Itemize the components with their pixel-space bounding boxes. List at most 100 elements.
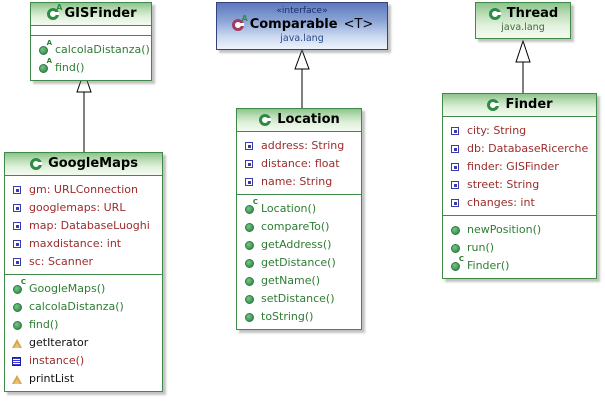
member-row[interactable]: toString() [243, 307, 357, 325]
member-row[interactable]: finder: GISFinder [449, 157, 592, 175]
member-row[interactable]: changes: int [449, 193, 592, 211]
member-label: maxdistance: int [29, 236, 122, 250]
member-row[interactable]: db: DatabaseRicerche [449, 139, 592, 157]
member-row[interactable]: C GoogleMaps() [11, 278, 158, 297]
public-method-icon [449, 223, 462, 236]
class-box-finder[interactable]: Finder city: String db: DatabaseRicerche… [442, 93, 597, 279]
member-row[interactable]: getDistance() [243, 253, 357, 271]
member-label: map: DatabaseLuoghi [29, 218, 150, 232]
class-header-gisfinder: A GISFinder [31, 3, 151, 26]
private-field-icon [449, 142, 462, 155]
class-header-thread: Thread java.lang [476, 3, 570, 38]
member-row[interactable]: getAddress() [243, 235, 357, 253]
member-row[interactable]: address: String [243, 136, 357, 154]
private-field-icon [243, 139, 256, 152]
private-field-icon [449, 124, 462, 137]
member-label: sc: Scanner [29, 254, 93, 268]
methods-compartment-finder: newPosition() run() C Finder() [443, 215, 596, 278]
class-box-comparable[interactable]: «interface» A Comparable <T> java.lang [216, 2, 388, 50]
member-label: printList [29, 371, 75, 385]
constructor-icon: C [11, 278, 26, 295]
class-name-googlemaps: GoogleMaps [48, 156, 138, 171]
methods-compartment-location: C Location() compareTo() getAddress() ge… [237, 194, 361, 329]
member-row[interactable]: C Location() [243, 198, 357, 217]
member-row[interactable]: googlemaps: URL [11, 198, 158, 216]
public-method-icon [243, 292, 256, 305]
public-method-icon [243, 256, 256, 269]
member-row[interactable]: map: DatabaseLuoghi [11, 216, 158, 234]
member-label: db: DatabaseRicerche [467, 141, 589, 155]
member-label: setDistance() [261, 291, 335, 305]
class-header-googlemaps: GoogleMaps [5, 153, 162, 176]
class-header-comparable: «interface» A Comparable <T> java.lang [217, 3, 387, 49]
member-label: getDistance() [261, 255, 336, 269]
member-row[interactable]: run() [449, 238, 592, 256]
class-header-location: Location [237, 109, 361, 132]
private-field-icon [11, 237, 24, 250]
class-box-location[interactable]: Location address: String distance: float… [236, 108, 362, 330]
public-method-icon [243, 220, 256, 233]
member-row[interactable]: getIterator [11, 333, 158, 351]
member-label: Finder() [467, 258, 510, 272]
package-method-icon [11, 336, 24, 349]
member-row[interactable]: distance: float [243, 154, 357, 172]
member-row[interactable]: printList [11, 369, 158, 387]
stereotype-label: «interface» [276, 6, 328, 16]
class-header-finder: Finder [443, 94, 596, 117]
methods-compartment-gisfinder: A calcolaDistanza() A find() [31, 35, 151, 80]
class-box-thread[interactable]: Thread java.lang [475, 2, 571, 39]
member-label: distance: float [261, 156, 340, 170]
member-label: instance() [29, 353, 85, 367]
member-label: changes: int [467, 195, 535, 209]
member-label: getName() [261, 273, 321, 287]
member-row[interactable]: gm: URLConnection [11, 180, 158, 198]
class-name-location: Location [277, 112, 340, 127]
private-field-icon [449, 160, 462, 173]
member-row[interactable]: compareTo() [243, 217, 357, 235]
member-row[interactable]: city: String [449, 121, 592, 139]
member-row[interactable]: sc: Scanner [11, 252, 158, 270]
class-box-gisfinder[interactable]: A GISFinder A calcolaDistanza() A find() [30, 2, 152, 81]
member-row[interactable]: calcolaDistanza() [11, 297, 158, 315]
member-row[interactable]: find() [11, 315, 158, 333]
member-row[interactable]: street: String [449, 175, 592, 193]
package-label-thread: java.lang [501, 22, 545, 33]
class-name-comparable: Comparable [249, 17, 338, 32]
private-field-icon [449, 178, 462, 191]
member-label: find() [55, 60, 85, 74]
member-row[interactable]: A calcolaDistanza() [37, 39, 150, 58]
member-label: calcolaDistanza() [29, 299, 124, 313]
public-abstract-method-icon: A [37, 57, 52, 74]
private-field-icon [243, 157, 256, 170]
public-method-icon [243, 310, 256, 323]
member-row[interactable]: C Finder() [449, 255, 592, 274]
member-row[interactable]: name: String [243, 172, 357, 190]
class-icon [488, 6, 503, 21]
class-icon [486, 97, 501, 112]
member-row[interactable]: A find() [37, 57, 147, 76]
member-row[interactable]: instance() [11, 351, 158, 369]
class-icon [258, 112, 273, 127]
member-label: toString() [261, 309, 314, 323]
member-label: street: String [467, 177, 540, 191]
public-abstract-method-icon: A [37, 39, 52, 56]
constructor-icon: C [243, 198, 258, 215]
constructor-icon: C [449, 255, 464, 272]
package-method-icon [11, 372, 24, 385]
member-label: find() [29, 317, 59, 331]
member-row[interactable]: newPosition() [449, 220, 592, 238]
private-field-icon [11, 183, 24, 196]
class-box-googlemaps[interactable]: GoogleMaps gm: URLConnection googlemaps:… [4, 152, 163, 392]
public-method-icon [11, 300, 24, 313]
attributes-compartment-location: address: String distance: float name: St… [237, 132, 361, 194]
member-label: city: String [467, 123, 527, 137]
member-row[interactable]: getName() [243, 271, 357, 289]
member-row[interactable]: maxdistance: int [11, 234, 158, 252]
member-label: googlemaps: URL [29, 200, 126, 214]
member-row[interactable]: setDistance() [243, 289, 357, 307]
attributes-compartment-googlemaps: gm: URLConnection googlemaps: URL map: D… [5, 176, 162, 274]
member-label: compareTo() [261, 219, 330, 233]
